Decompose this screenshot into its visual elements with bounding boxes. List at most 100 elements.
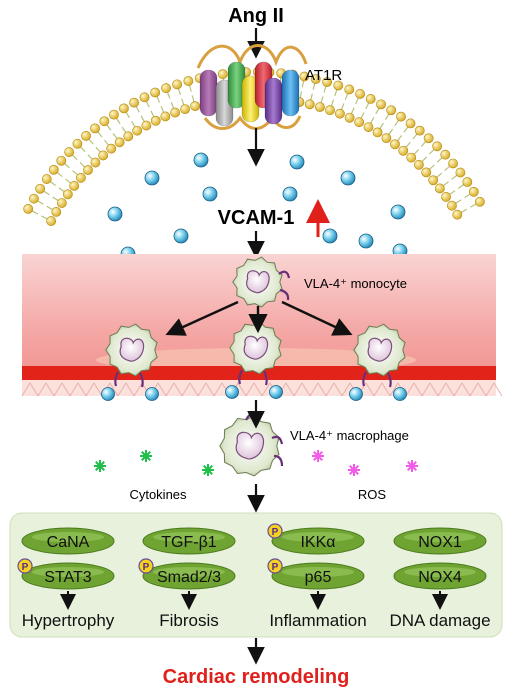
lipid-head [448, 158, 458, 169]
signaling-dot [202, 186, 218, 202]
lipid-head [354, 117, 365, 128]
lipid-head [132, 125, 143, 136]
lipid-head [299, 71, 310, 82]
phospho-symbol: P [272, 527, 279, 538]
lipid-head [76, 172, 86, 183]
lipid-head [190, 101, 201, 112]
signaling-dot [193, 152, 209, 168]
vessel-wall-tissue [22, 380, 496, 396]
pathway-node-bottom: Smad2/3P [138, 558, 236, 590]
pathway-node-top: CaNA [21, 527, 115, 555]
lipid-head [405, 118, 416, 129]
lipid-head [172, 79, 183, 90]
vcam1-dot [145, 387, 159, 401]
lipid-head [322, 77, 333, 87]
lipid-head [333, 80, 344, 91]
cytokine-particle [202, 464, 214, 476]
pathway-node-label: TGF-β1 [161, 534, 217, 551]
lipid-head [440, 149, 451, 160]
lipid-head [396, 111, 406, 122]
lipid-head [428, 175, 439, 186]
ros-particle [312, 450, 324, 462]
lipid-head [455, 167, 466, 178]
pathway-node-top: TGF-β1 [142, 527, 236, 555]
pathway-panel [9, 512, 503, 638]
lipid-head [452, 209, 463, 220]
adherent-monocyte [229, 321, 282, 386]
lipid-head [344, 84, 355, 95]
lipid-head [434, 183, 445, 194]
phospho-badge [17, 558, 33, 574]
macrophage-cell [219, 412, 284, 477]
lipid-head [35, 183, 46, 194]
lipid-head [72, 138, 83, 149]
lipid-head [83, 165, 93, 175]
monocyte-cell [232, 256, 291, 308]
pathway-outcome: Inflammation [269, 611, 366, 630]
signaling-dot [340, 170, 356, 186]
receptor-helix [264, 77, 283, 125]
immune-cells [101, 256, 407, 477]
pathway-node-bottom: NOX4 [393, 562, 487, 590]
lipid-head [29, 193, 39, 204]
lipid-head [441, 192, 451, 202]
phospho-badge [267, 523, 283, 539]
lipid-head [114, 137, 125, 148]
lipid-head [398, 145, 409, 156]
lipid-head [69, 180, 80, 191]
lipid-head [432, 141, 443, 152]
phospho-symbol: P [143, 562, 150, 573]
lipid-head [421, 167, 432, 178]
lipid-head [56, 155, 67, 166]
lipid-head [46, 216, 57, 226]
arrow-monocyte-right [281, 300, 353, 336]
lipid-head [161, 83, 171, 94]
vcam1-label: VCAM-1 [218, 207, 295, 229]
at1r-label: AT1R [305, 67, 342, 84]
lipid-head [468, 186, 479, 197]
lipid-head [109, 109, 119, 120]
lipid-head [123, 131, 134, 142]
lipid-head [64, 147, 75, 157]
lipid-head [344, 112, 355, 123]
lipid-head [325, 105, 335, 116]
lipid-head [62, 189, 73, 200]
vcam1-dot [225, 385, 239, 399]
monocyte-label: VLA-4⁺ monocyte [304, 276, 407, 291]
cytokines-label: Cytokines [129, 487, 187, 502]
lipid-head [90, 123, 100, 134]
lipid-head [56, 198, 67, 208]
pathway-outcome: Fibrosis [159, 611, 219, 630]
lipid-head [304, 99, 315, 110]
lipid-head [23, 203, 34, 214]
lipid-head [139, 92, 150, 103]
lipid-head [217, 69, 228, 80]
lipid-head [129, 97, 139, 108]
at1r-receptor [196, 44, 308, 130]
adherent-monocyte [105, 323, 158, 388]
lipid-head [170, 107, 181, 118]
signaling-dot [144, 170, 160, 186]
result-label: Cardiac remodeling [163, 666, 350, 688]
lipid-head [183, 76, 194, 86]
lipid-head [106, 143, 117, 154]
signaling-dot [322, 228, 338, 244]
lipid-head [90, 157, 101, 168]
pathway-node-label: NOX1 [418, 534, 462, 551]
lipid-head [474, 196, 485, 207]
lipid-head [334, 108, 345, 119]
lipid-head [414, 125, 425, 136]
ros-label: ROS [358, 487, 387, 502]
lipid-head [180, 104, 190, 115]
vcam1-dot [349, 387, 363, 401]
lipid-head [446, 200, 457, 211]
ros-particle [406, 460, 418, 472]
signaling-dot [289, 154, 305, 170]
pathway-node-label: CaNA [47, 534, 90, 551]
lipid-head [376, 99, 386, 110]
vcam1-dot [393, 387, 407, 401]
lipid-head [390, 139, 400, 150]
pathway-node-label: STAT3 [44, 569, 92, 586]
